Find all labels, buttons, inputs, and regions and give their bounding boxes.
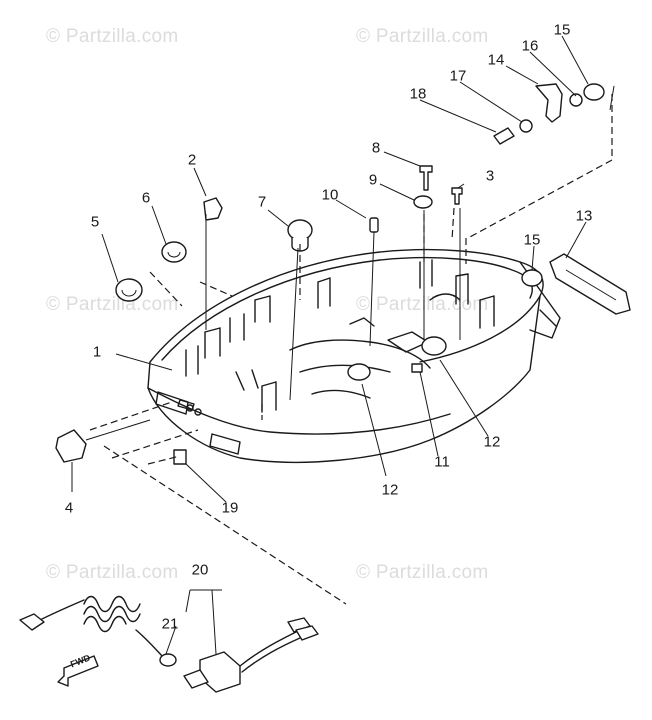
part-grommet-15 [583,83,605,101]
callout-12b: 12 [381,481,399,499]
part-plug-4 [55,429,87,463]
callout-5: 5 [90,213,100,231]
callout-1: 1 [92,343,102,361]
part-grommet-15b [521,269,543,287]
callout-9: 9 [368,171,378,189]
callout-8: 8 [371,139,381,157]
part-bolt-18 [493,127,515,145]
part-grommet-7 [287,219,313,241]
watermark: © Partzilla.com [46,562,179,583]
watermark: © Partzilla.com [46,294,179,315]
part-screw-11 [411,363,423,373]
watermark: © Partzilla.com [46,26,179,47]
part-grommet-12b [347,363,371,381]
callout-4: 4 [64,499,74,517]
fwd-arrow-icon [57,655,99,687]
watermark: © Partzilla.com [356,294,489,315]
part-nut-9 [413,195,433,209]
callout-16: 16 [521,37,539,55]
part-grommet-5 [115,278,143,302]
callout-21: 21 [161,615,179,633]
part-grommet-6 [161,241,187,263]
callout-15a: 15 [553,21,571,39]
part-clip-2 [203,197,223,221]
part-washer-16 [569,93,583,107]
callout-15b: 15 [523,231,541,249]
callout-17: 17 [449,67,467,85]
part-lever-14 [535,83,563,123]
callout-14: 14 [487,51,505,69]
callout-18: 18 [409,85,427,103]
callout-11: 11 [434,453,450,471]
callout-13: 13 [575,207,593,225]
stop-switch-assembly [19,595,319,693]
part-bolt-8 [419,165,433,191]
callout-2: 2 [187,151,197,169]
callout-10: 10 [321,186,339,204]
part-screw-3 [451,187,463,205]
watermark: © Partzilla.com [356,562,489,583]
callout-6: 6 [141,189,151,207]
callout-7: 7 [257,193,267,211]
watermark: © Partzilla.com [356,26,489,47]
bottom-cowling [147,248,561,464]
part-pin-10 [369,217,379,233]
part-nut-17 [519,119,533,133]
callout-12a: 12 [483,433,501,451]
callout-3: 3 [485,167,495,185]
callout-19: 19 [221,499,239,517]
callout-20: 20 [191,561,209,579]
part-grommet-12a [421,336,447,356]
